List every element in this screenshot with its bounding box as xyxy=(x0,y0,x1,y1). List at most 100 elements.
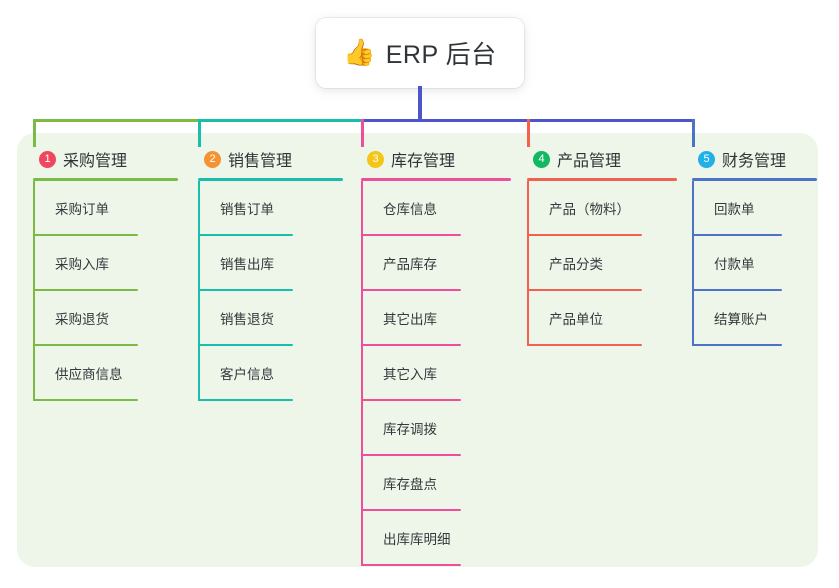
bus-segment-2 xyxy=(198,119,364,122)
leaf-item[interactable]: 出库库明细 xyxy=(361,511,511,566)
branch-header-rule-3 xyxy=(361,178,511,181)
drop-line-2 xyxy=(198,119,201,147)
branch-badge-1: 1 xyxy=(39,150,56,168)
drop-line-1 xyxy=(33,119,36,147)
leaf-item-rule xyxy=(527,234,642,236)
leaf-item[interactable]: 销售出库 xyxy=(198,236,343,291)
branch-header-rule-2 xyxy=(198,178,343,181)
branch-header-rule-4 xyxy=(527,178,677,181)
leaf-item[interactable]: 采购入库 xyxy=(33,236,178,291)
leaf-item-rule xyxy=(361,234,461,236)
leaf-item-rule xyxy=(361,564,461,566)
drop-line-4 xyxy=(527,119,530,147)
leaf-item[interactable]: 库存调拨 xyxy=(361,401,511,456)
leaf-rail xyxy=(692,181,694,236)
leaf-item-rule xyxy=(527,344,642,346)
leaf-item[interactable]: 销售退货 xyxy=(198,291,343,346)
leaf-item-label: 产品分类 xyxy=(549,257,603,272)
leaf-item-label: 产品（物料） xyxy=(549,202,630,217)
root-node-title: ERP 后台 xyxy=(385,41,497,69)
leaf-item-label: 结算账户 xyxy=(714,312,768,327)
leaf-item[interactable]: 采购退货 xyxy=(33,291,178,346)
leaf-item[interactable]: 其它出库 xyxy=(361,291,511,346)
leaf-rail xyxy=(361,346,363,401)
leaf-rail xyxy=(527,236,529,291)
branch-header-1[interactable]: 1 采购管理 xyxy=(33,146,178,172)
leaf-rail xyxy=(198,236,200,291)
leaf-item-label: 付款单 xyxy=(714,257,755,272)
leaf-item-rule xyxy=(33,289,138,291)
leaf-item-label: 客户信息 xyxy=(220,367,274,382)
leaf-item-rule xyxy=(361,509,461,511)
leaf-rail xyxy=(198,291,200,346)
leaf-item-label: 仓库信息 xyxy=(383,202,437,217)
leaf-item-label: 出库库明细 xyxy=(383,532,451,547)
leaf-item-label: 供应商信息 xyxy=(55,367,123,382)
branch-items-2: 销售订单销售出库销售退货客户信息 xyxy=(198,181,343,401)
branch-items-4: 产品（物料） 产品分类产品单位 xyxy=(527,181,677,346)
leaf-rail xyxy=(33,346,35,401)
leaf-item[interactable]: 回款单 xyxy=(692,181,817,236)
leaf-item[interactable]: 库存盘点 xyxy=(361,456,511,511)
leaf-rail xyxy=(361,181,363,236)
leaf-item-rule xyxy=(33,344,138,346)
root-stem-line xyxy=(418,86,422,122)
leaf-item-label: 其它出库 xyxy=(383,312,437,327)
leaf-item-label: 回款单 xyxy=(714,202,755,217)
leaf-item[interactable]: 付款单 xyxy=(692,236,817,291)
leaf-item-label: 产品库存 xyxy=(383,257,437,272)
leaf-item-rule xyxy=(361,399,461,401)
leaf-item-label: 采购订单 xyxy=(55,202,109,217)
leaf-rail xyxy=(527,181,529,236)
leaf-item[interactable]: 产品分类 xyxy=(527,236,677,291)
leaf-item[interactable]: 客户信息 xyxy=(198,346,343,401)
leaf-item[interactable]: 产品（物料） xyxy=(527,181,677,236)
leaf-rail xyxy=(198,346,200,401)
branch-items-1: 采购订单采购入库采购退货供应商信息 xyxy=(33,181,178,401)
root-node-card[interactable]: 👍 ERP 后台 xyxy=(316,18,524,88)
leaf-item-rule xyxy=(198,399,293,401)
branch-title-1: 采购管理 xyxy=(63,153,128,170)
leaf-rail xyxy=(692,291,694,346)
branch-title-2: 销售管理 xyxy=(228,153,293,170)
bus-segment-3 xyxy=(361,119,530,122)
branch-title-5: 财务管理 xyxy=(722,153,787,170)
diagram-panel xyxy=(17,133,818,567)
leaf-rail xyxy=(198,181,200,236)
leaf-item-label: 销售订单 xyxy=(220,202,274,217)
leaf-item-label: 采购退货 xyxy=(55,312,109,327)
leaf-item[interactable]: 产品单位 xyxy=(527,291,677,346)
bus-segment-1 xyxy=(33,119,201,122)
branch-column-1: 1 采购管理采购订单采购入库采购退货供应商信息 xyxy=(33,146,178,401)
leaf-rail xyxy=(33,291,35,346)
leaf-item[interactable]: 仓库信息 xyxy=(361,181,511,236)
thumbs-up-icon: 👍 xyxy=(343,37,376,67)
leaf-item-rule xyxy=(33,234,138,236)
leaf-item-rule xyxy=(198,234,293,236)
leaf-item[interactable]: 供应商信息 xyxy=(33,346,178,401)
leaf-item-label: 其它入库 xyxy=(383,367,437,382)
leaf-item[interactable]: 产品库存 xyxy=(361,236,511,291)
leaf-rail xyxy=(692,236,694,291)
drop-line-5 xyxy=(692,119,695,147)
leaf-item-rule xyxy=(527,289,642,291)
leaf-item[interactable]: 其它入库 xyxy=(361,346,511,401)
branch-title-4: 产品管理 xyxy=(557,153,622,170)
leaf-item[interactable]: 结算账户 xyxy=(692,291,817,346)
leaf-item-rule xyxy=(692,289,782,291)
leaf-rail xyxy=(361,236,363,291)
leaf-rail xyxy=(361,456,363,511)
leaf-item[interactable]: 采购订单 xyxy=(33,181,178,236)
leaf-item-label: 产品单位 xyxy=(549,312,603,327)
leaf-item[interactable]: 销售订单 xyxy=(198,181,343,236)
leaf-item-rule xyxy=(198,289,293,291)
leaf-item-rule xyxy=(692,234,782,236)
leaf-item-rule xyxy=(361,289,461,291)
